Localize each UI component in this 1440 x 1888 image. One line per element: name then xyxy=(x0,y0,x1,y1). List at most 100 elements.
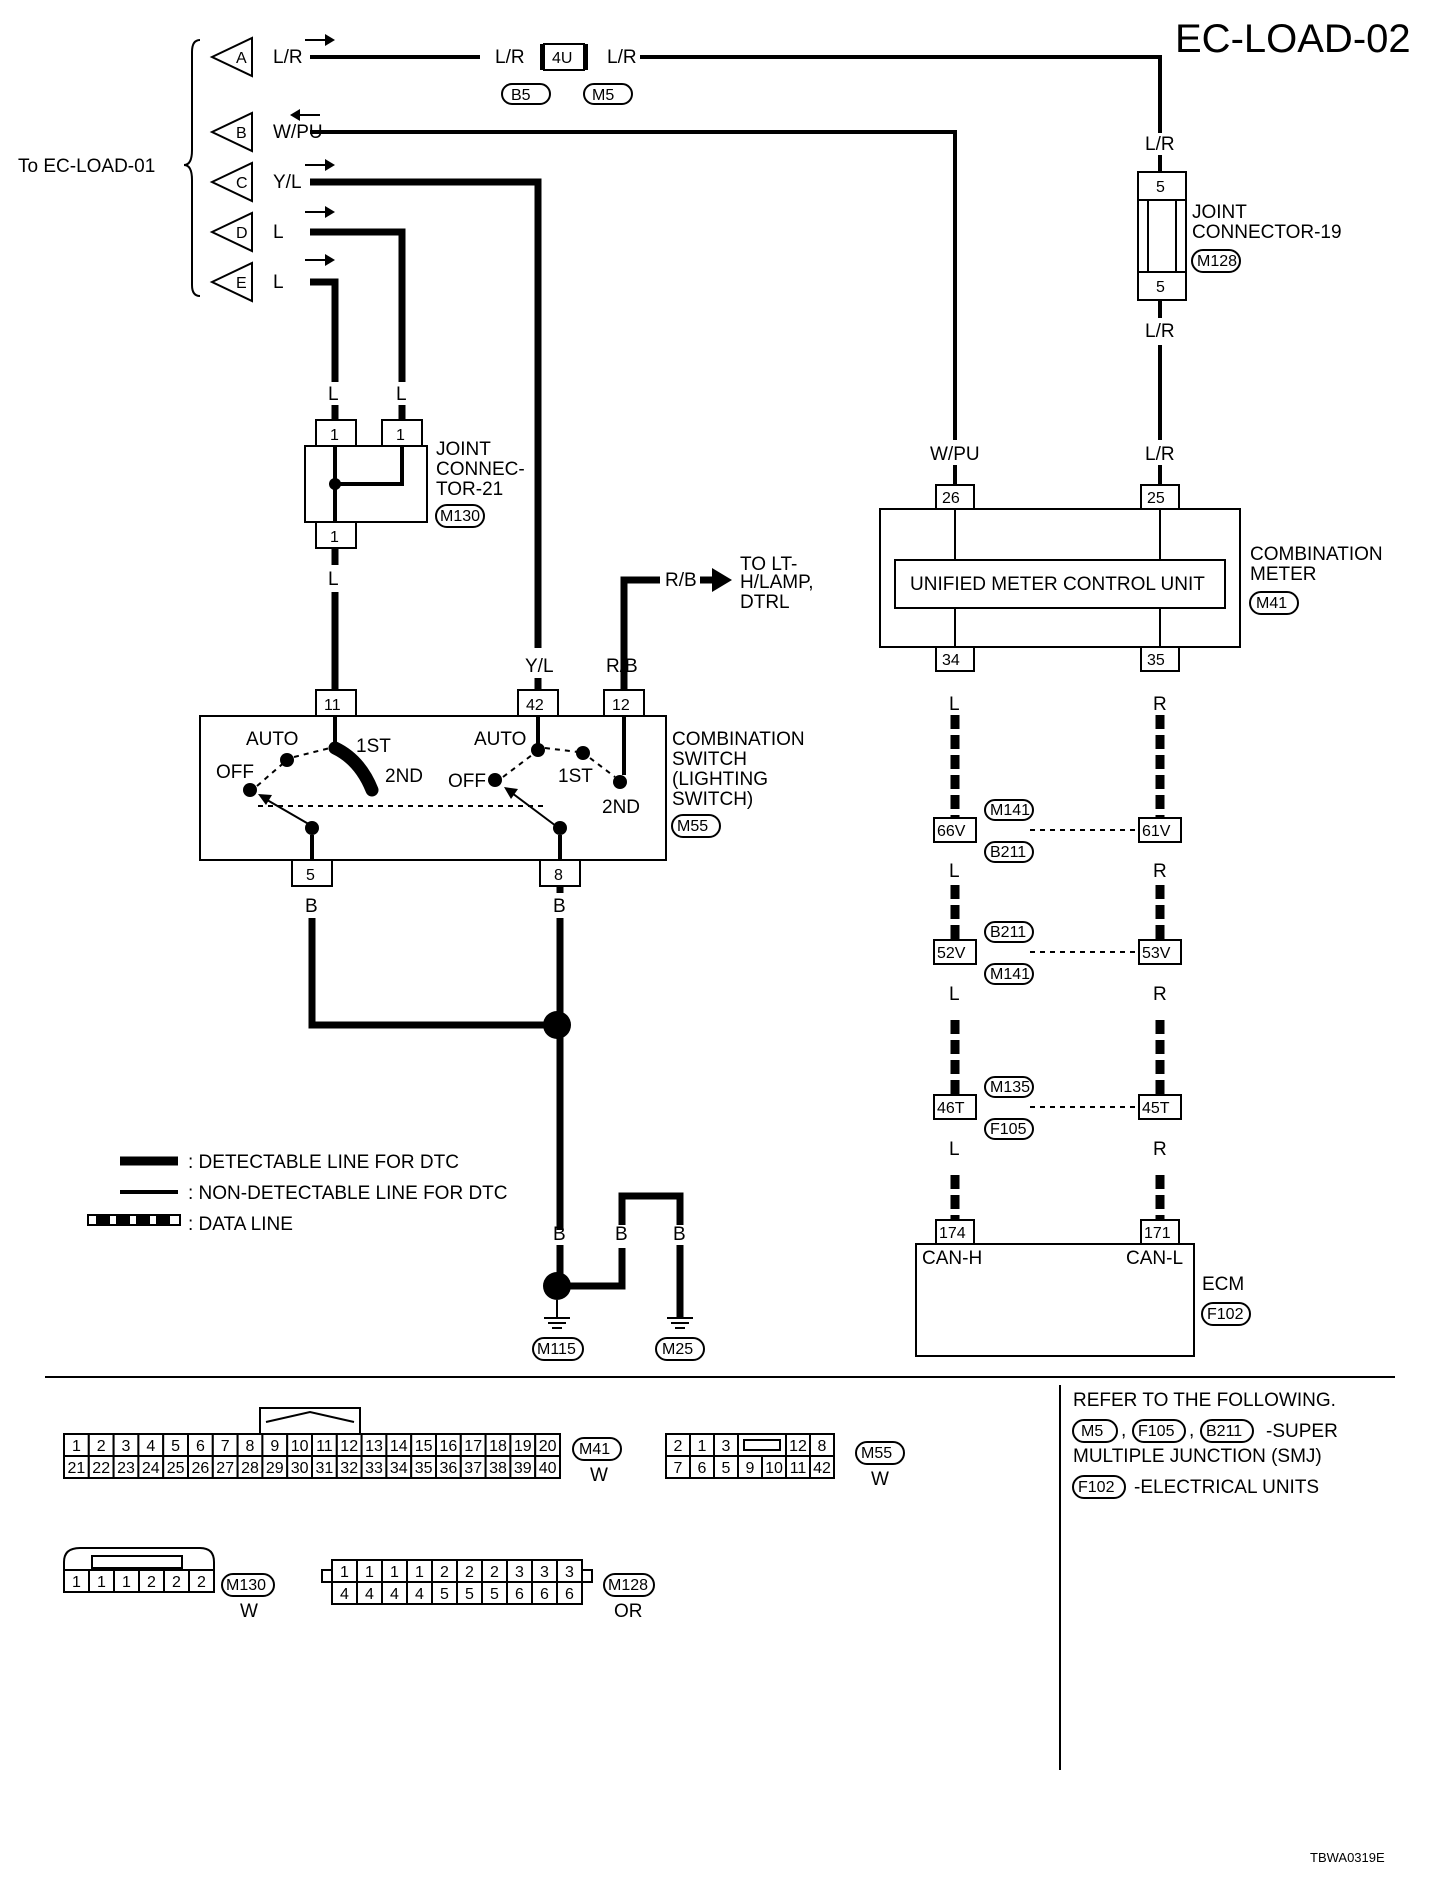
wire-color-label: B xyxy=(615,1224,628,1245)
wire-color-label: B xyxy=(673,1224,686,1245)
ecm: 174 171 CAN-H CAN-L xyxy=(915,1219,1195,1357)
page-ref-A: A L/R xyxy=(209,34,335,78)
connector-id: M130 xyxy=(226,1577,266,1594)
pin-number: 10 xyxy=(291,1438,309,1455)
component-name: SWITCH xyxy=(672,749,747,770)
pin-cell xyxy=(188,1569,215,1593)
connector-id: M5 xyxy=(592,87,614,104)
pin-number: 10 xyxy=(765,1460,783,1477)
switch-position: 2ND xyxy=(602,797,640,818)
connector-tag xyxy=(1191,249,1241,273)
pin-number: 6 xyxy=(515,1586,524,1603)
connector-tag xyxy=(655,1337,705,1361)
pin-label: 26 xyxy=(942,490,960,507)
connector-id: M130 xyxy=(440,508,480,525)
pin-number: 20 xyxy=(539,1438,557,1455)
pin-number: 3 xyxy=(122,1438,131,1455)
wire-color-label: R xyxy=(1153,861,1167,882)
connector-tag xyxy=(671,814,721,838)
connector-id: B211 xyxy=(1206,1423,1242,1440)
connector-tag xyxy=(583,83,633,105)
wire-color-label: L xyxy=(273,222,284,243)
pin-label: 46T xyxy=(937,1100,965,1117)
image-code: TBWA0319E xyxy=(1310,1850,1385,1865)
pin-number: 12 xyxy=(789,1438,807,1455)
component-name: CONNECTOR-19 xyxy=(1192,222,1342,243)
wire-l xyxy=(331,405,406,420)
pin-label: 25 xyxy=(1147,490,1165,507)
arrow-right-icon xyxy=(712,568,732,592)
connector-id: M141 xyxy=(990,966,1030,983)
connector-color: OR xyxy=(614,1601,643,1622)
pin-number: 6 xyxy=(565,1586,574,1603)
page-ref-bracket xyxy=(183,39,201,297)
pin-number: 9 xyxy=(746,1460,755,1477)
switch-position: AUTO xyxy=(246,729,298,750)
joint-connector-19: 5 5 xyxy=(1137,171,1187,301)
connector-tag xyxy=(572,1437,622,1461)
pin-number: 1 xyxy=(390,1564,399,1581)
pin-number: 7 xyxy=(221,1438,230,1455)
wire-rb xyxy=(620,576,660,690)
pin-number: 17 xyxy=(464,1438,482,1455)
wire-color-label: B xyxy=(553,1224,566,1245)
pin-label: 52V xyxy=(937,945,966,962)
wire-color-label: Y/L xyxy=(525,656,554,677)
pin-number: 1 xyxy=(365,1564,374,1581)
pin-label: 4U xyxy=(552,50,572,67)
wire-color-label: L xyxy=(328,569,339,590)
pin-number: 2 xyxy=(674,1438,683,1455)
wire-l-d xyxy=(310,228,406,382)
pin-number: 31 xyxy=(316,1460,334,1477)
connector-id: F102 xyxy=(1207,1306,1244,1323)
pin-number: 5 xyxy=(722,1460,731,1477)
connector-id: M5 xyxy=(1081,1423,1103,1440)
wire-color-label: L xyxy=(949,984,960,1005)
legend-label: : DETECTABLE LINE FOR DTC xyxy=(188,1152,459,1173)
pin-label: 1 xyxy=(396,427,405,444)
component-name: JOINT xyxy=(436,439,491,460)
connector-tag xyxy=(855,1441,905,1465)
pin-number: 5 xyxy=(171,1438,180,1455)
wire-color-label: L xyxy=(273,272,284,293)
pin-label: 5 xyxy=(1156,279,1165,296)
connector-id: F102 xyxy=(1078,1479,1115,1496)
pin-function: CAN-H xyxy=(922,1248,982,1269)
wire-color-label: L xyxy=(949,694,960,715)
wire-color-label: L xyxy=(949,861,960,882)
pin-number: 15 xyxy=(415,1438,433,1455)
pin-number: 1 xyxy=(415,1564,424,1581)
pin-number: 24 xyxy=(142,1460,160,1477)
combination-switch: 11 42 12 AUTO OFF 1ST 2ND AUTO OFF 1ST xyxy=(199,689,667,887)
page-ref-letter: B xyxy=(236,125,247,142)
connector-tag xyxy=(603,1573,655,1597)
pin-number: 2 xyxy=(440,1564,449,1581)
wire-color-label: L/R xyxy=(1145,134,1175,155)
note-text: MULTIPLE JUNCTION (SMJ) xyxy=(1073,1446,1322,1467)
destination-label: TO LT- xyxy=(740,554,797,575)
page-title: EC-LOAD-02 xyxy=(1175,17,1411,61)
pin-number: 3 xyxy=(722,1438,731,1455)
page-ref-letter: A xyxy=(236,50,247,67)
connector-id: B5 xyxy=(511,87,531,104)
pin-number: 32 xyxy=(340,1460,358,1477)
wire-color-label: L/R xyxy=(1145,444,1175,465)
connector-tag xyxy=(1249,591,1299,615)
pin-label: 1 xyxy=(330,427,339,444)
harness-connector-4u: 4U xyxy=(540,43,588,71)
pin-number: 38 xyxy=(489,1460,507,1477)
page-ref-letter: C xyxy=(236,175,248,192)
pin-label: 5 xyxy=(306,867,315,884)
connector-color: W xyxy=(871,1469,889,1490)
legend-label: : NON-DETECTABLE LINE FOR DTC xyxy=(188,1183,508,1204)
pin-number: 3 xyxy=(565,1564,574,1581)
wire-color-label: R xyxy=(1153,1139,1167,1160)
pin-label: 12 xyxy=(612,697,630,714)
page-ref-B: B W/PU xyxy=(209,109,323,153)
pin-label: 66V xyxy=(937,823,966,840)
page-ref-letter: D xyxy=(236,225,248,242)
pin-number: 6 xyxy=(540,1586,549,1603)
pin-label: 42 xyxy=(526,697,544,714)
pin-number: 14 xyxy=(390,1438,408,1455)
